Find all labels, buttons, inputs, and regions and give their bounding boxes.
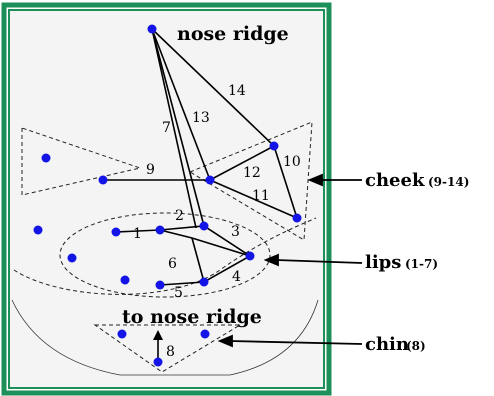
landmark-point <box>205 175 215 185</box>
lips-range: (1-7) <box>405 257 438 271</box>
cheek-callout: cheek (9-14) <box>365 170 469 191</box>
landmark-point <box>111 227 121 237</box>
segment-label-3: 3 <box>231 224 240 240</box>
landmark-dots <box>33 24 302 367</box>
landmark-point <box>98 175 108 185</box>
segment-label-13: 13 <box>192 110 210 126</box>
lips-label: lips <box>365 252 401 273</box>
landmark-point <box>292 213 302 223</box>
landmark-point <box>199 277 209 287</box>
landmark-point <box>33 225 43 235</box>
nose-ridge-label: nose ridge <box>177 23 289 45</box>
landmark-point <box>245 251 255 261</box>
segment-label-2: 2 <box>175 208 184 224</box>
landmark-point <box>147 24 157 34</box>
landmark-point <box>117 329 127 339</box>
connection-lines <box>103 28 298 286</box>
to-nose-ridge-label: to nose ridge <box>122 306 262 328</box>
cheek-label: cheek <box>365 170 425 191</box>
segment-label-5: 5 <box>174 285 183 301</box>
chin-range: (8) <box>406 339 426 353</box>
landmark-point <box>199 221 209 231</box>
chin-arrow <box>153 330 163 358</box>
landmark-point <box>67 253 77 263</box>
landmark-point <box>153 357 163 367</box>
segment-label-10: 10 <box>283 154 301 170</box>
cheek-range: (9-14) <box>428 175 469 189</box>
landmark-point <box>41 153 51 163</box>
face-outline <box>11 299 319 376</box>
landmark-point <box>155 280 165 290</box>
chin-label: chin <box>365 334 409 355</box>
landmark-point <box>200 329 210 339</box>
segment-numbers: 1 2 3 4 5 6 7 8 9 10 11 12 13 14 <box>133 83 301 360</box>
segment-label-9: 9 <box>146 162 155 178</box>
chin-callout: chin (8) <box>365 334 426 355</box>
segment-label-7: 7 <box>162 120 171 136</box>
landmark-point <box>120 275 130 285</box>
segment-label-4: 4 <box>232 269 241 285</box>
segment-label-6: 6 <box>168 256 177 272</box>
segment-label-11: 11 <box>252 188 270 204</box>
segment-label-14: 14 <box>228 83 246 99</box>
landmark-point <box>155 225 165 235</box>
segment-label-1: 1 <box>133 226 142 242</box>
callout-arrows <box>217 173 363 348</box>
segment-label-8: 8 <box>166 344 175 360</box>
segment-label-12: 12 <box>243 165 261 181</box>
lips-callout: lips (1-7) <box>365 252 438 273</box>
landmark-point <box>269 141 279 151</box>
outer-frame <box>1 2 332 396</box>
